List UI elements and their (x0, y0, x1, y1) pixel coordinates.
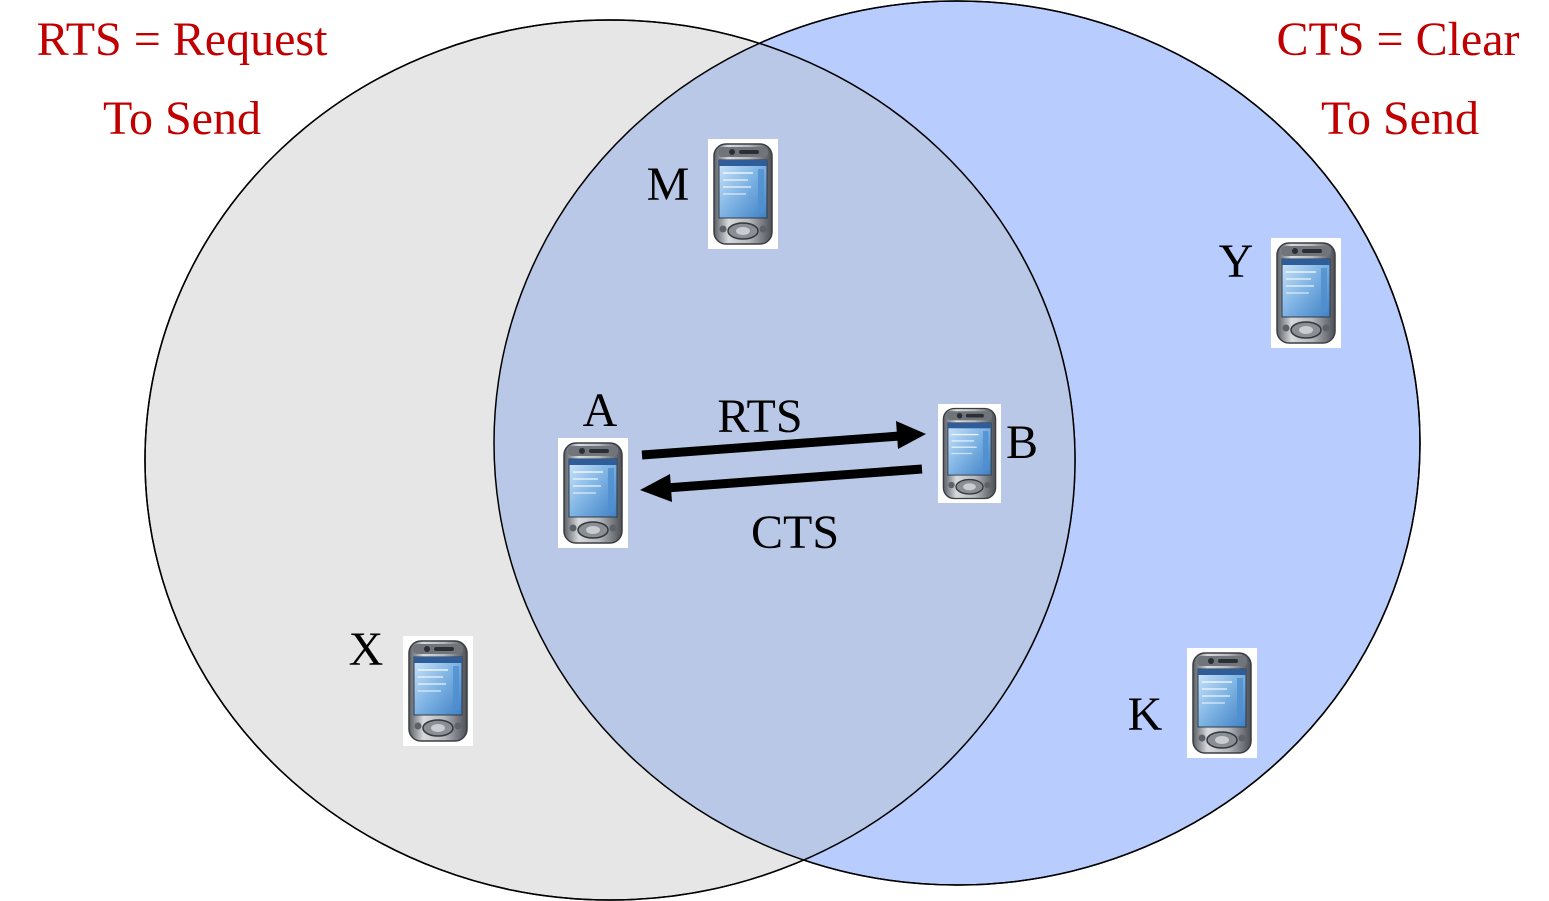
node-label-m: M (647, 158, 690, 211)
cts-arrow (640, 464, 923, 502)
cts-arrow-label: CTS (751, 506, 839, 559)
node-label-k: K (1128, 688, 1163, 741)
rts-arrow-label: RTS (717, 390, 802, 443)
pda-icon-y (1270, 237, 1342, 349)
rts-arrow (641, 421, 926, 460)
cts-definition-line2: To Send (1321, 92, 1479, 145)
node-label-x: X (349, 623, 384, 676)
rts-definition-line1: RTS = Request (37, 13, 329, 66)
cts-definition-line1: CTS = Clear (1276, 13, 1519, 66)
pda-icon-m (707, 138, 779, 250)
pda-icon-k (1186, 647, 1258, 759)
rts-definition-line2: To Send (103, 92, 261, 145)
pda-icon-x (402, 635, 474, 747)
node-label-a: A (583, 384, 618, 437)
node-label-b: B (1006, 416, 1038, 469)
pda-icon-b (937, 403, 1002, 504)
pda-icon-a (557, 437, 629, 549)
node-label-y: Y (1219, 235, 1254, 288)
